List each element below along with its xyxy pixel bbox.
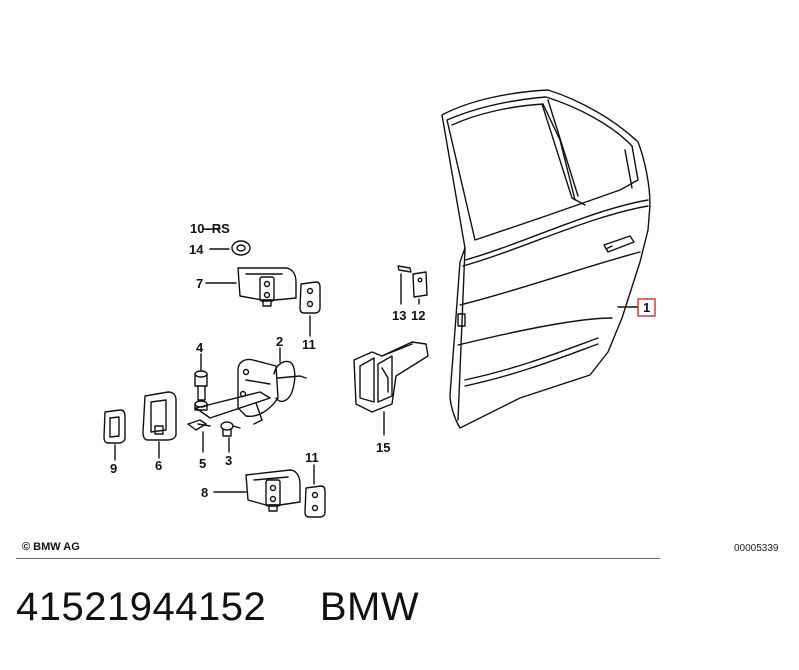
shim-plate-upper-part-11 — [299, 281, 321, 314]
part-15 — [353, 341, 429, 413]
divider — [16, 558, 660, 559]
rear-door-shell — [441, 89, 651, 429]
copyright-notice: © BMW AG — [22, 541, 80, 553]
callout-8: 8 — [201, 485, 208, 500]
exploded-parts-diagram: 1 2 3 4 5 6 7 8 9 10–RS 11 11 12 13 14 1… — [103, 89, 656, 518]
callout-14: 14 — [189, 242, 204, 257]
lower-hinge-part-8 — [245, 469, 301, 512]
part-number: 41521944152 — [16, 585, 267, 629]
callout-15: 15 — [376, 440, 390, 455]
callout-11-upper: 11 — [302, 337, 316, 352]
highlight-box-part-1 — [637, 298, 656, 317]
callout-13: 13 — [392, 308, 406, 323]
door-check-part-2 — [195, 358, 307, 425]
callout-12: 12 — [411, 308, 425, 323]
cap-part-14 — [231, 240, 251, 256]
callout-10-rs: 10–RS — [190, 221, 230, 236]
shim-plate-lower-part-11 — [304, 485, 326, 518]
bolt-part-4 — [194, 370, 208, 411]
part-footer: 41521944152 BMW — [16, 585, 419, 630]
callout-5: 5 — [199, 456, 206, 471]
bracket-part-6 — [142, 391, 177, 441]
callout-9: 9 — [110, 461, 117, 476]
callout-1: 1 — [643, 300, 650, 315]
callout-7: 7 — [196, 276, 203, 291]
diagram-id: 00005339 — [734, 543, 779, 554]
callout-4: 4 — [196, 340, 204, 355]
part-12 — [412, 271, 428, 298]
callout-2: 2 — [276, 334, 283, 349]
callout-6: 6 — [155, 458, 162, 473]
part-9 — [103, 409, 126, 444]
callout-3: 3 — [225, 453, 232, 468]
screw-part-3 — [220, 421, 241, 437]
bolt-part-5 — [187, 419, 211, 431]
brand-name: BMW — [319, 585, 420, 629]
callout-11-lower: 11 — [305, 450, 319, 465]
upper-hinge-part-7 — [237, 267, 297, 307]
part-13 — [397, 265, 412, 273]
